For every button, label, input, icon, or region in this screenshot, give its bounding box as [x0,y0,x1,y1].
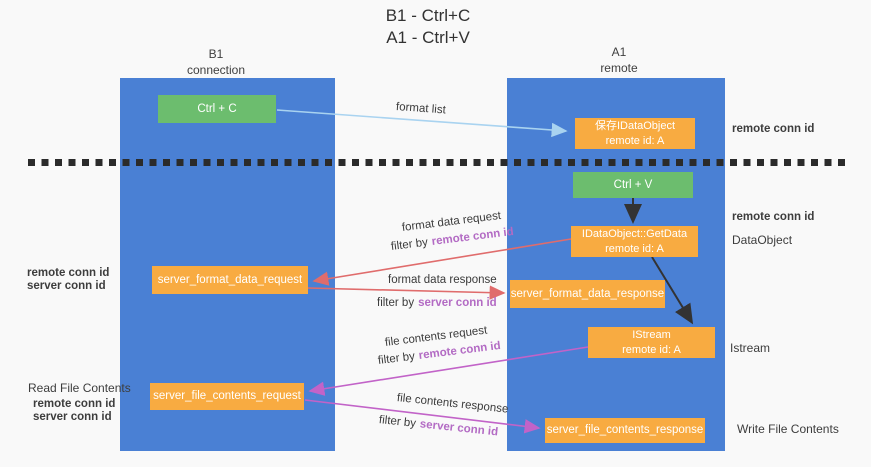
node-server-format-data-request: server_format_data_request [152,266,308,294]
node-ctrl-v: Ctrl + V [573,172,693,198]
node-sfdresp-label: server_format_data_response [510,287,665,300]
node-server-format-data-response: server_format_data_response [510,280,665,308]
node-save-idataobject: 保存IDataObject remote id: A [575,118,695,149]
node-save-idataobject-line1: 保存IDataObject [594,120,676,133]
column-b1-role: connection [186,62,246,77]
node-idataobject-getdata: IDataObject::GetData remote id: A [571,226,698,257]
left-label-read-file-contents: Read File Contents [28,381,131,395]
column-b1-name: B1 [208,47,224,61]
filter-by-text: filter by [377,350,416,367]
edge-label-format-data-response: format data response [388,274,497,286]
right-label-remote-conn-id-mid: remote conn id [732,211,815,223]
server-conn-id-text: server conn id [419,418,499,439]
title-line-2: A1 - Ctrl+V [386,28,470,48]
diagram-title: B1 - Ctrl+C A1 - Ctrl+V [328,5,528,50]
left-label-remote-conn-id-bottom: remote conn id [33,398,116,410]
server-conn-id-text: server conn id [418,297,497,309]
node-istream-line2: remote id: A [622,343,681,356]
node-istream: IStream remote id: A [588,327,715,358]
node-sfdreq-label: server_format_data_request [157,273,303,286]
left-label-server-conn-id-top: server conn id [27,280,106,292]
node-getdata-line1: IDataObject::GetData [581,228,688,241]
remote-conn-id-text: remote conn id [431,225,515,248]
node-server-file-contents-request: server_file_contents_request [150,383,304,410]
column-header-a1: A1 remote [559,45,679,76]
column-a1-role: remote [600,60,638,75]
filter-by-text: filter by [390,236,429,253]
node-istream-line1: IStream [632,329,671,342]
node-sfcreq-label: server_file_contents_request [153,390,301,403]
right-label-istream: Istream [730,341,771,355]
column-a1-name: A1 [611,45,627,59]
node-save-idataobject-line2: remote id: A [605,134,665,147]
node-sfcresp-label: server_file_contents_response [546,424,704,437]
right-label-dataobject: DataObject [732,233,793,247]
machine-separator-dashed-line [28,159,846,166]
arrow-format-data-response [307,285,506,300]
right-label-write-file-contents: Write File Contents [737,422,839,436]
node-ctrl-c-label: Ctrl + C [197,102,237,115]
node-ctrl-v-label: Ctrl + V [613,178,653,191]
node-server-file-contents-response: server_file_contents_response [545,418,705,443]
left-label-server-conn-id-bottom: server conn id [33,411,112,423]
filter-by-text: filter by [377,297,415,309]
left-label-remote-conn-id-top: remote conn id [27,267,110,279]
filter-by-text: filter by [378,414,417,430]
node-ctrl-c: Ctrl + C [158,95,276,123]
edge-label-format-list: format list [395,101,447,117]
column-header-b1: B1 connection [156,47,276,78]
edge-label-file-contents-response: file contents response [396,392,509,416]
right-label-remote-conn-id-top: remote conn id [732,123,815,135]
node-getdata-line2: remote id: A [605,242,664,255]
title-line-1: B1 - Ctrl+C [385,6,471,25]
